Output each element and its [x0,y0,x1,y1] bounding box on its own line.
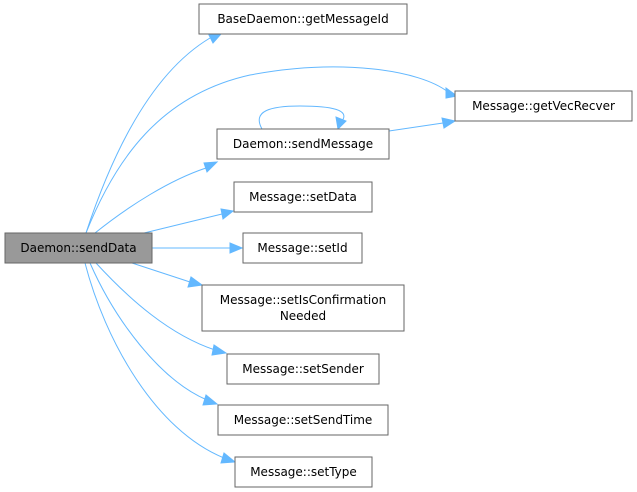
arrowhead-getVecRecver-2 [441,117,457,129]
node-setData[interactable]: Message::setData [233,181,373,213]
node-box-setData [233,181,373,213]
node-box-sendMessage [216,128,390,160]
node-setId[interactable]: Message::setId [242,232,363,264]
node-box-sendData [4,232,153,264]
node-box-setIsConfirmationNeeded [201,284,405,332]
node-box-setSender [226,353,380,385]
edge-sendData-setSender [95,262,216,351]
node-label-getMessageId: BaseDaemon::getMessageId [217,12,388,26]
node-getVecRecver[interactable]: Message::getVecRecver [454,90,633,122]
arrowhead-setId [229,242,244,254]
node-label-line-2: Needed [280,309,326,323]
node-box-setId [242,232,363,264]
arrowhead-getMessageId [208,33,223,44]
edge-sendData-sendMessage [94,167,207,234]
arrowhead-setIsConfirmationNeeded [187,276,204,288]
node-label-setData: Message::setData [249,190,357,204]
arrowhead-getVecRecver [445,87,459,99]
node-box-getVecRecver [454,90,633,122]
node-label-line-1: Message::setIsConfirmation [220,293,386,307]
node-box-setType [234,456,373,488]
node-label-setSender: Message::setSender [242,362,364,376]
edge-sendData-getVecRecver [85,66,449,234]
edge-sendData-setType [84,262,225,459]
edge-sendData-setSendTime [89,262,208,401]
node-label-setSendTime: Message::setSendTime [234,413,373,427]
edge-sendData-setIsConfirmationNeeded [131,262,191,283]
arrowhead-sendMessage [203,161,219,173]
node-sendMessage[interactable]: Daemon::sendMessage [216,128,390,160]
node-setType[interactable]: Message::setType [234,456,373,488]
node-label-getVecRecver: Message::getVecRecver [472,99,615,113]
edge-sendData-getMessageId [85,37,211,234]
node-label-sendMessage: Daemon::sendMessage [233,137,373,151]
node-box-getMessageId [198,3,408,35]
node-setSendTime[interactable]: Message::setSendTime [217,404,389,436]
arrowhead-setSender [211,344,228,356]
edges [84,33,459,464]
node-label-setId: Message::setId [257,241,347,255]
node-box-setSendTime [217,404,389,436]
arrowhead-setType [220,452,237,464]
arrowhead-setSendTime [202,394,219,406]
edge-sendMessage-self [258,105,345,130]
node-setSender[interactable]: Message::setSender [226,353,380,385]
arrowhead-setData [220,208,235,220]
node-label-sendData: Daemon::sendData [20,241,136,255]
node-root[interactable]: Daemon::sendData [4,232,153,264]
edge-sendData-setData [139,213,223,235]
edge-sendMessage-getVecRecver [388,122,444,132]
node-getMessageId[interactable]: BaseDaemon::getMessageId [198,3,408,35]
arrowhead-sendMessage-self [335,116,347,131]
node-label-setType: Message::setType [250,465,357,479]
